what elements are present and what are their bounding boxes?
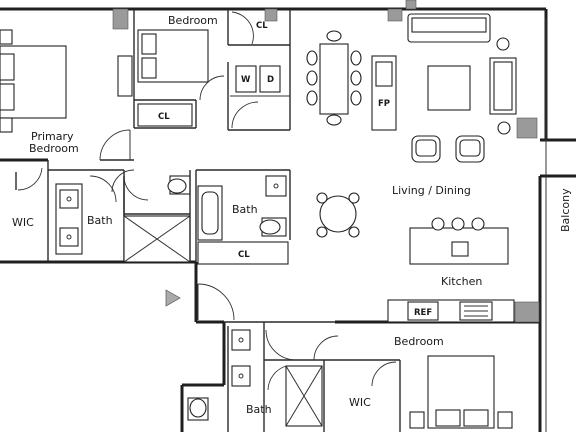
door-swing (197, 283, 235, 321)
room-label-wic-bottom: WIC (349, 396, 371, 409)
dryer-label: D (267, 75, 274, 85)
nightstand (497, 411, 513, 429)
door-swing (89, 175, 117, 203)
toilet (187, 397, 209, 421)
dining-table (306, 30, 362, 126)
door-swing (371, 361, 397, 387)
door-swing (99, 129, 131, 161)
structural-columns (112, 0, 540, 323)
washer-label: W (241, 75, 251, 85)
bed-top-bedroom (137, 29, 209, 83)
room-label-bedroom-bottom: Bedroom (394, 335, 444, 348)
fireplace-label: FP (378, 99, 390, 109)
round-table (316, 192, 360, 238)
room-label-primary-bedroom-2: Bedroom (29, 142, 79, 155)
room-label-bath-center: Bath (232, 203, 258, 216)
door-swing (231, 11, 254, 45)
toilet (259, 217, 287, 237)
door-swing (17, 167, 43, 191)
fireplace (371, 55, 397, 131)
toilet (167, 175, 191, 195)
room-label-bedroom-top: Bedroom (168, 14, 218, 27)
room-label-kitchen: Kitchen (441, 275, 482, 288)
sofa (407, 13, 491, 43)
wic-left-walls (15, 160, 49, 262)
door-swing (123, 175, 149, 201)
entry-arrow-icon (165, 289, 181, 307)
bathtub (197, 185, 223, 241)
bed-primary (0, 45, 67, 119)
coffee-table (427, 65, 471, 111)
bath-center-walls (195, 169, 291, 262)
door-swing (313, 335, 339, 361)
kitchen-counter (387, 299, 515, 323)
laundry (230, 65, 290, 97)
bed-bottom-bedroom (427, 355, 495, 429)
nightstand (0, 117, 13, 133)
sink (59, 189, 79, 247)
kitchen-island (409, 217, 509, 265)
side-sofa (489, 57, 517, 115)
side-table (496, 37, 510, 51)
nightstand (0, 29, 13, 45)
room-label-balcony: Balcony (559, 188, 572, 232)
room-label-primary-bedroom-1: Primary (31, 130, 74, 143)
room-label-bath-left: Bath (87, 214, 113, 227)
shower (123, 176, 191, 263)
shower (285, 365, 323, 427)
closet-top-right-label: CL (256, 21, 268, 31)
closet-bedroom (137, 103, 193, 127)
refrigerator-label: REF (414, 308, 432, 318)
door-swing (231, 101, 259, 129)
room-label-wic-left: WIC (12, 216, 34, 229)
bedroom-bottom-walls (224, 321, 401, 432)
sink (231, 329, 251, 387)
door-swing (111, 169, 135, 193)
door-swing (265, 329, 297, 361)
bedroom-top-walls (133, 9, 291, 131)
closet-hall-label: CL (238, 250, 250, 260)
closet-hall (197, 241, 289, 265)
door-swing (199, 75, 225, 101)
sink (265, 175, 287, 197)
door-swing (267, 365, 287, 391)
side-table (497, 121, 511, 135)
nightstand (409, 411, 425, 429)
closet-bedroom-label: CL (158, 112, 170, 122)
bath-left-walls (48, 169, 125, 262)
armchair (411, 135, 485, 163)
nightstand (117, 55, 133, 97)
room-label-living-dining: Living / Dining (392, 184, 471, 197)
room-label-bath-bottom: Bath (246, 403, 272, 416)
